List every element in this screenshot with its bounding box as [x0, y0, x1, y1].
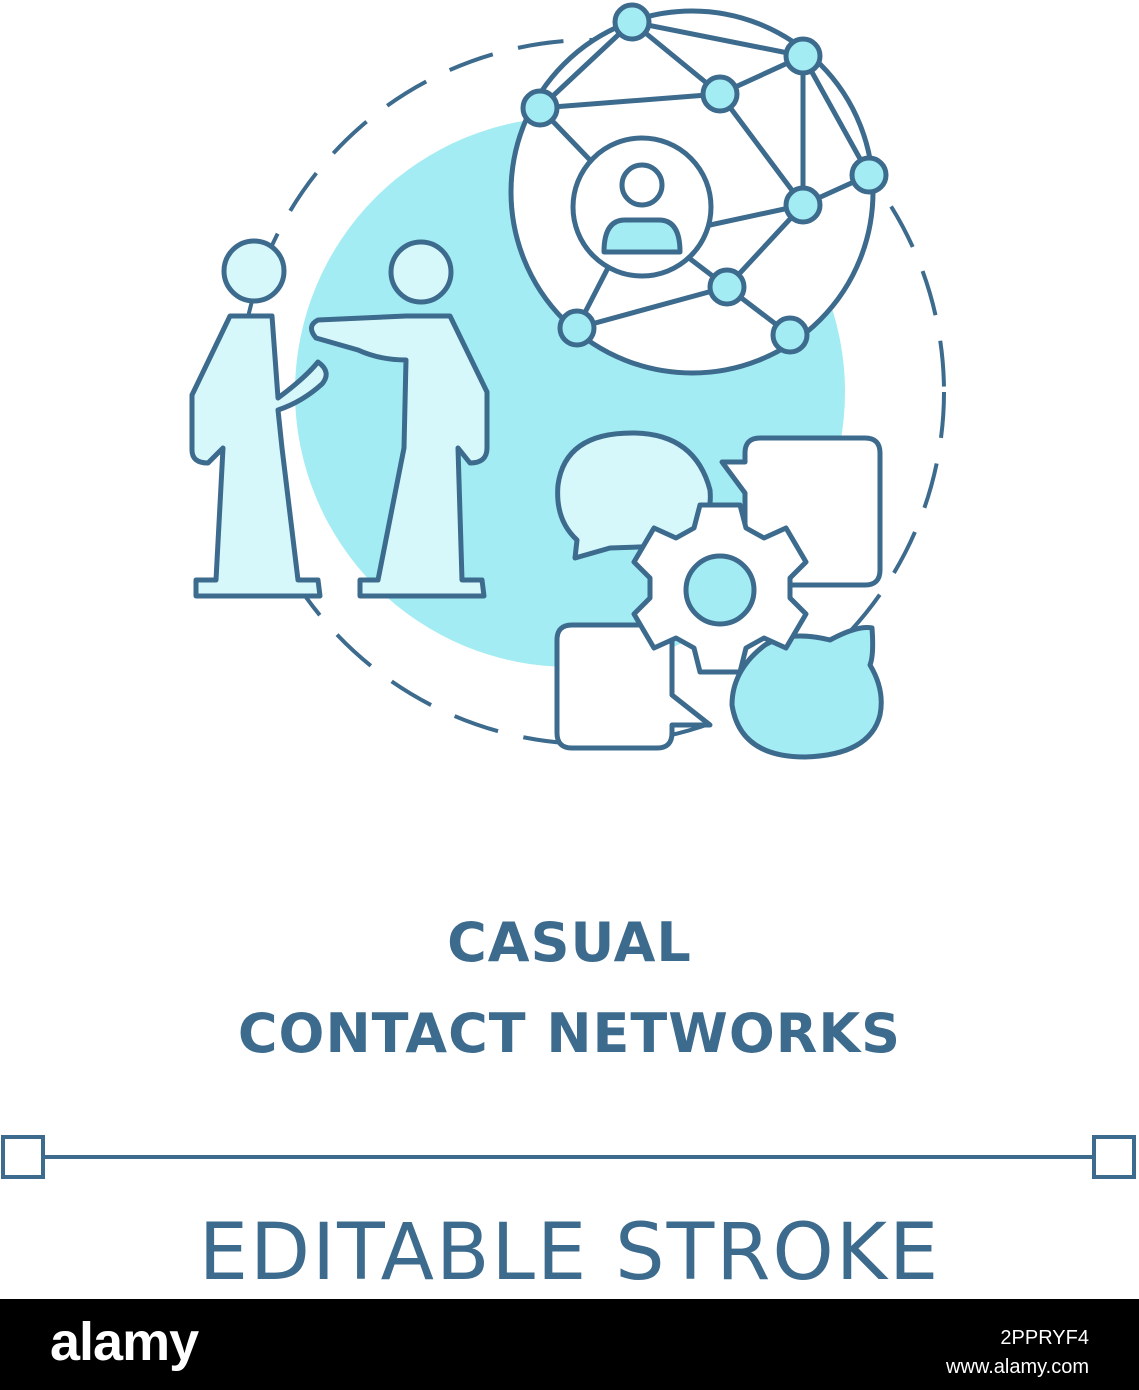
- casual-contact-networks-icon: [189, 2, 946, 760]
- alamy-logo: alamy: [50, 1312, 199, 1372]
- image-id-block: 2PPRYF4 www.alamy.com: [946, 1327, 1089, 1379]
- people-handshake-icon: [189, 238, 490, 599]
- stroke-guide-line: [1, 1135, 1136, 1179]
- left-handle: [1, 1135, 45, 1179]
- right-handle: [1092, 1135, 1136, 1179]
- site-url: www.alamy.com: [946, 1356, 1089, 1378]
- person-body-icon: [601, 217, 683, 255]
- gear-icon: [631, 502, 809, 675]
- global-network-icon: [508, 2, 889, 376]
- watermark-footer: alamy 2PPRYF4 www.alamy.com: [0, 1299, 1139, 1390]
- chat-bubbles-icon: [554, 430, 884, 760]
- image-id: 2PPRYF4: [1000, 1327, 1089, 1349]
- person-head-icon: [619, 162, 665, 208]
- editable-stroke-label: EDITABLE STROKE: [198, 1208, 941, 1298]
- title-line-1: CASUAL: [447, 911, 692, 974]
- title-line-2: CONTACT NETWORKS: [237, 1002, 902, 1065]
